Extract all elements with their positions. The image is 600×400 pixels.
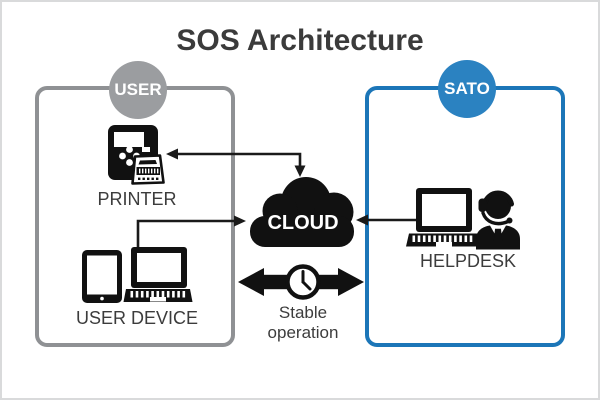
device-cloud-arrow [136,215,246,247]
cloud-icon [250,177,354,247]
helpdesk-label: HELPDESK [419,251,517,271]
headset-operator-icon [476,190,520,250]
user-zone-badge: USER [109,61,167,119]
printer-icon [108,125,165,185]
page-title: SOS Architecture [176,24,424,57]
printer-label: PRINTER [97,189,177,209]
printed-label-icon [131,154,165,185]
printer-cloud-arrow [166,148,306,177]
user-zone-badge-label: USER [114,80,162,99]
stable-operation-line2: operation [267,323,339,342]
stable-operation-line1: Stable [278,303,328,322]
helpdesk-cloud-arrow [356,214,416,226]
laptop-icon [123,247,193,302]
user-device-label: USER DEVICE [75,308,199,328]
sato-zone-badge-label: SATO [444,79,490,98]
tablet-icon [82,250,122,303]
laptop-icon [406,188,482,247]
stable-operation-arrow [238,264,364,300]
clock-icon [285,264,321,300]
stable-operation-label: Stable operation [243,303,363,343]
cloud-label: CLOUD [267,212,339,234]
sato-zone-badge: SATO [438,60,496,118]
